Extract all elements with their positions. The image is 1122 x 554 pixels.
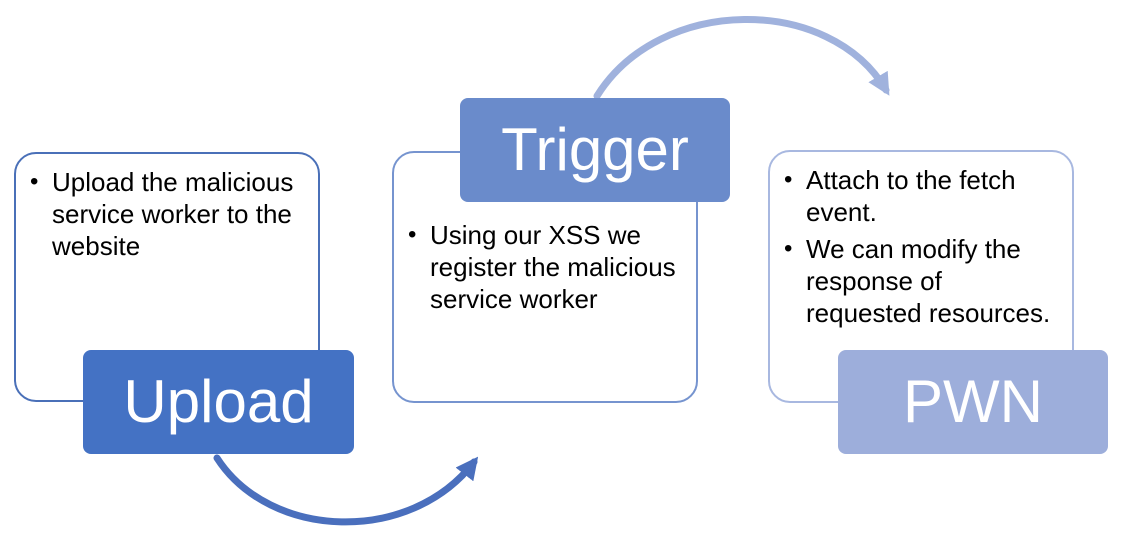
upload-bullet-list: Upload the malicious service worker to t…: [16, 154, 318, 262]
upload-title: Upload: [83, 350, 354, 454]
bullet-item: Attach to the fetch event.: [780, 164, 1062, 228]
upload-step-box: Upload the malicious service worker to t…: [14, 152, 320, 402]
pwn-bullet-list: Attach to the fetch event. We can modify…: [770, 152, 1072, 329]
bullet-item: Using our XSS we register the malicious …: [404, 219, 682, 315]
bullet-item: We can modify the response of requested …: [780, 233, 1062, 329]
trigger-title: Trigger: [460, 98, 730, 202]
curved-arrow-icon: [593, 16, 890, 100]
curved-arrow-icon: [213, 454, 479, 526]
trigger-step-box: Using our XSS we register the malicious …: [392, 151, 698, 403]
pwn-title: PWN: [838, 350, 1108, 454]
bullet-item: Upload the malicious service worker to t…: [26, 166, 304, 262]
trigger-bullet-list: Using our XSS we register the malicious …: [394, 153, 696, 315]
